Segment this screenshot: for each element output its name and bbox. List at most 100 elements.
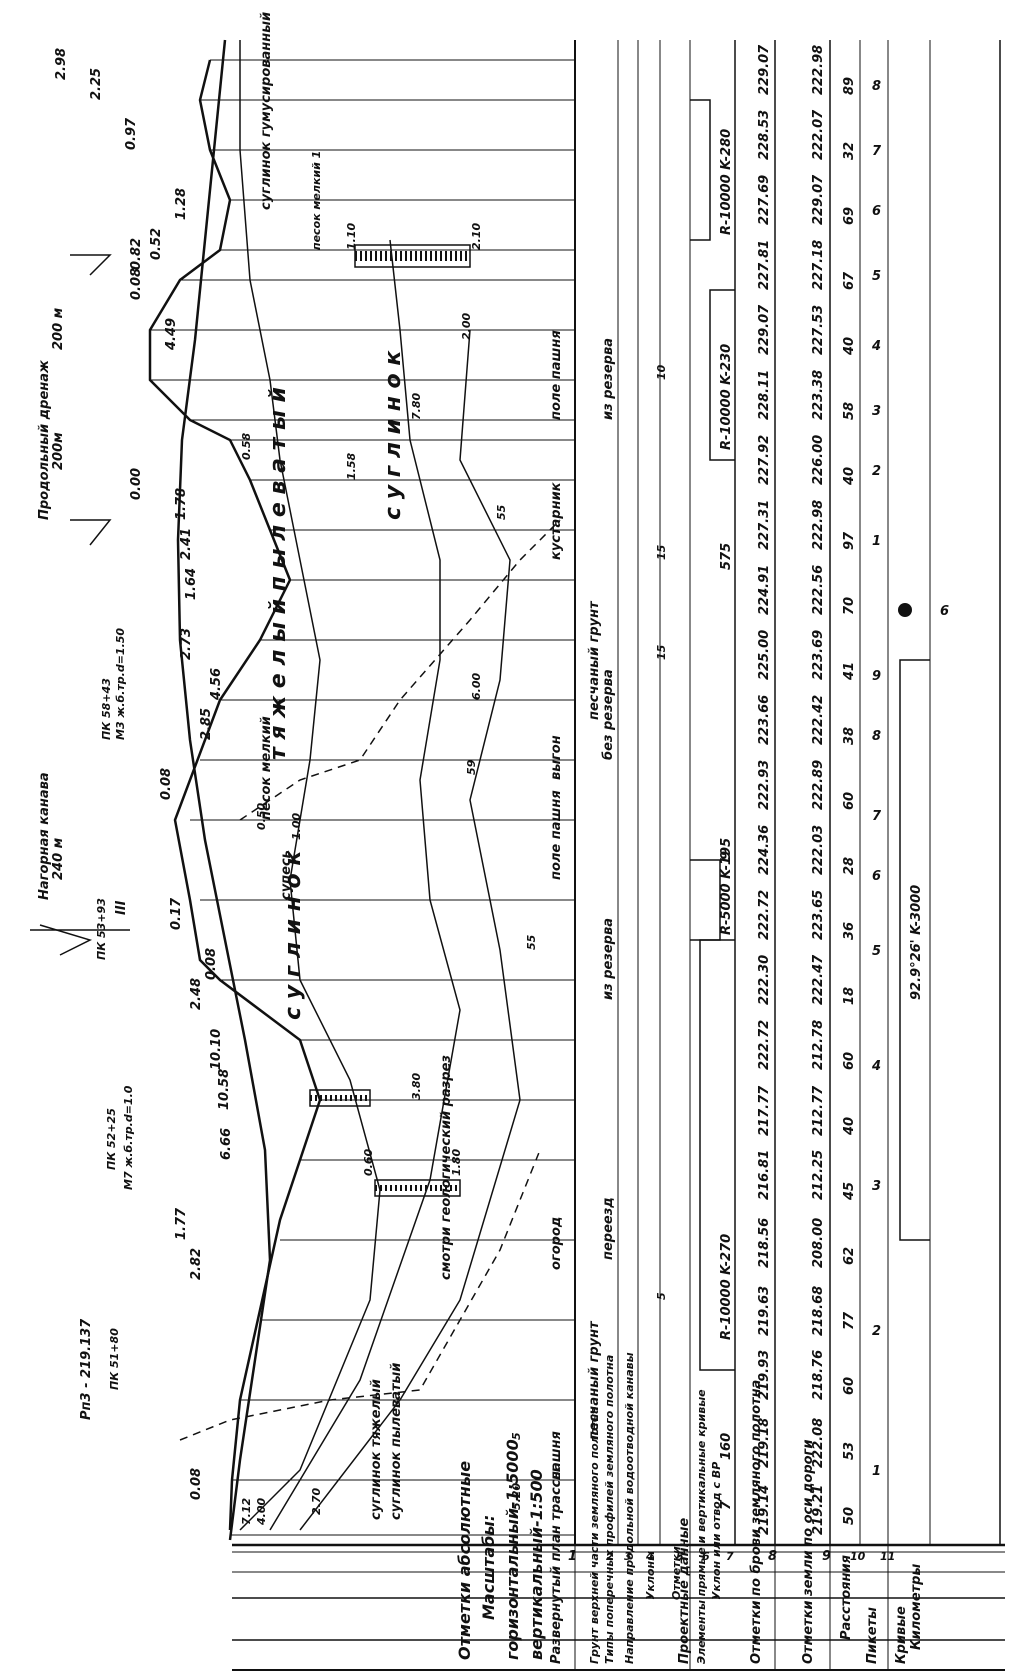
- legend-block: Отметки абсолютные Масштабы: горизонталь…: [455, 1439, 546, 1660]
- well-label: 5.20: [510, 1483, 523, 1510]
- picket-number: 4: [871, 1059, 881, 1074]
- soil-sand-fine: песок мелкий: [259, 716, 274, 820]
- picket-number: 3: [872, 404, 881, 419]
- depth-value: 2.41: [179, 528, 194, 560]
- picket-number: 8: [872, 729, 881, 744]
- design-mark: 217.77: [757, 1085, 772, 1136]
- depth-value: 10.10: [209, 1029, 224, 1070]
- ground-mark: 226.00: [811, 435, 826, 485]
- ground-mark: 222.89: [811, 760, 826, 810]
- depth-value: 1.28: [174, 188, 189, 220]
- ground-mark: 222.98: [811, 45, 826, 95]
- row-label-km: Километры: [909, 1564, 924, 1650]
- soil-dusty-loam: суглинок пылеватый: [389, 1363, 404, 1520]
- well-label: 0.50: [255, 803, 268, 830]
- design-mark: 222.72: [757, 1020, 772, 1070]
- slope-labels: 5 55 59 55 5 15 15 10: [465, 364, 668, 1440]
- well-label: 2.70: [310, 1488, 323, 1515]
- distance-value: 18: [842, 987, 857, 1005]
- slope-value: 55: [525, 934, 538, 950]
- vertical-curve-label: 160: [719, 1433, 734, 1460]
- distance-value: 40: [842, 467, 857, 486]
- top-annotations: Продольный дренаж 200м 200 м Нагорная ка…: [37, 307, 135, 1420]
- row-num-10: 10: [850, 1550, 866, 1563]
- well-label: 3.80: [410, 1073, 423, 1100]
- depth-value: 0.08: [129, 268, 144, 300]
- depth-value: 0.97: [124, 117, 139, 150]
- picket-number: 8: [872, 79, 881, 94]
- design-mark: 222.72: [757, 890, 772, 940]
- row-num-6: 6: [702, 1550, 710, 1563]
- dashed-reserve-line: [239, 519, 561, 821]
- curve-bracket: [899, 659, 930, 1241]
- route-plan-labels: пашня огород поле пашня кустарник выгон …: [549, 330, 616, 1480]
- label-culvert-2: М7 ж.б.тр.d=1.0: [122, 1085, 135, 1190]
- slope-value: 5: [655, 1292, 668, 1300]
- design-mark: 227.81: [757, 240, 772, 290]
- design-mark: 224.91: [757, 565, 772, 615]
- ground-mark: 227.18: [811, 240, 826, 290]
- soil-sandy-loam: супесь: [279, 850, 294, 900]
- depth-value: 0.82: [129, 238, 144, 270]
- depth-value: 2.82: [189, 1248, 204, 1280]
- well-label: 7.80: [410, 393, 423, 420]
- curve-label: 92.9°26' K-3000: [909, 885, 924, 1000]
- distance-value: 36: [842, 922, 857, 940]
- label-pk-58: ПК 58+43: [100, 678, 113, 740]
- picket-number: 1: [872, 1464, 881, 1479]
- depth-value: 4.56: [209, 668, 224, 701]
- design-mark: 227.69: [757, 175, 772, 225]
- row-num-1: 1: [568, 1549, 577, 1564]
- ground-mark: 229.07: [811, 174, 826, 225]
- design-mark: 228.53: [757, 110, 772, 160]
- ground-mark: 223.69: [811, 630, 826, 680]
- well-label: 7.12: [240, 1498, 253, 1525]
- design-mark: 228.11: [757, 370, 772, 420]
- design-mark: 218.56: [757, 1218, 772, 1268]
- soil-labels: с у г л и н о к т я ж е л ы й п ы л е в …: [259, 12, 454, 1520]
- well-label: 2.00: [460, 313, 473, 340]
- row-label-9: Отметки земли по оси дороги: [801, 1440, 816, 1664]
- route-crossing: переезд: [601, 1197, 616, 1260]
- profile-table-grid: [232, 40, 1005, 1671]
- depth-value: 0.00: [129, 468, 144, 500]
- design-mark: 219.18: [757, 1418, 772, 1468]
- row-labels: Развернутый план трассы Грунт верхней ча…: [549, 1352, 924, 1664]
- ground-mark: 223.65: [811, 890, 826, 940]
- vertical-curve-label: 7: [719, 1500, 734, 1510]
- slope-value: 15: [655, 644, 668, 660]
- route-meadow: выгон: [549, 735, 564, 780]
- row-num-3: 3: [624, 1550, 632, 1563]
- row-label-11: Пикеты: [865, 1607, 880, 1664]
- depth-value: 4.49: [164, 318, 179, 351]
- design-mark: 227.31: [757, 500, 772, 550]
- vertical-curve-2: [690, 859, 721, 941]
- km-label: 6: [940, 604, 949, 619]
- distances-row: 50 53 60 77 62 45 40 60 18 36 28 60 38 4…: [842, 77, 857, 1525]
- soil-sand-fine-1: песок мелкий 1: [310, 151, 323, 250]
- picket-number: 2: [872, 464, 881, 479]
- design-mark: 216.81: [757, 1150, 772, 1200]
- picket-number: 6: [872, 204, 881, 219]
- soil-heavy-loam: суглинок тяжелый: [369, 1379, 384, 1520]
- ground-marks-row: 219.21 222.08 218.76 218.68 208.00 212.2…: [811, 45, 826, 1535]
- soil-heavy-dusty: т я ж е л ы й п ы л е в а т ы й: [266, 387, 291, 760]
- depth-value: 1.64: [184, 568, 199, 600]
- design-mark: 229.07: [757, 304, 772, 355]
- route-garden: огород: [549, 1217, 564, 1270]
- row-label-4: Направление продольной водоотводной кана…: [623, 1352, 636, 1664]
- station-verticals: [150, 59, 575, 1536]
- design-mark: 224.36: [757, 825, 772, 875]
- legend-horizontal-scale: горизонтальный-1:5000: [503, 1439, 522, 1660]
- route-from-reserve-2: из резерва: [601, 338, 616, 420]
- vertical-curve-3: [709, 289, 735, 461]
- soil-see-geological: смотри геологический разрез: [439, 1055, 454, 1280]
- label-ditch-240: 240 м: [51, 837, 66, 880]
- row-num-2: 2: [606, 1550, 614, 1563]
- ground-mark: 208.00: [811, 1218, 826, 1268]
- vertical-curve-4: [690, 99, 711, 241]
- slope-value: 5: [510, 1432, 523, 1440]
- depth-value: 2.48: [189, 978, 204, 1010]
- distance-value: 58: [842, 402, 857, 420]
- ground-mark: 219.21: [811, 1485, 826, 1535]
